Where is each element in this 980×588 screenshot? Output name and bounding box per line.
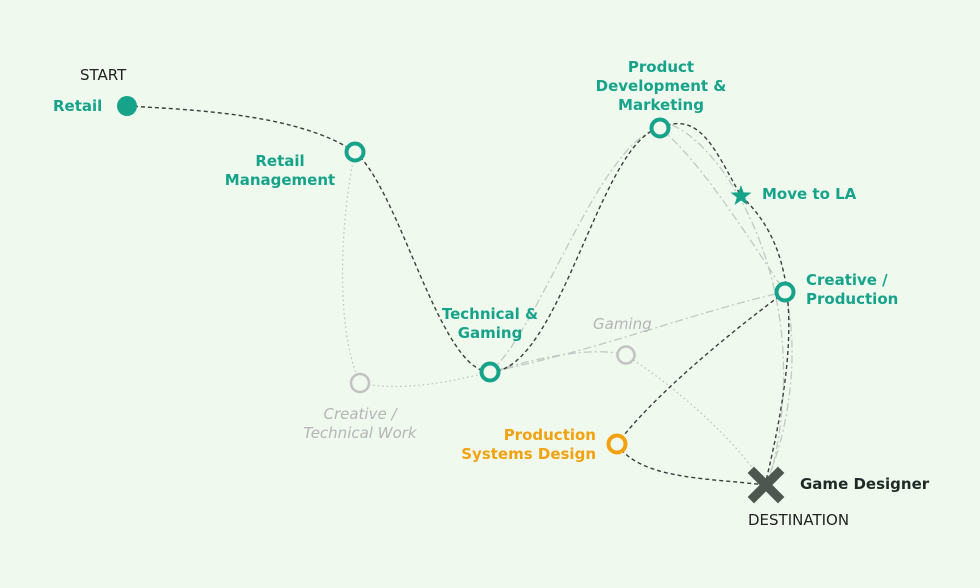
destination-label: DESTINATION: [748, 511, 850, 529]
production-systems-label: Production Systems Design: [461, 426, 596, 463]
route-technical-to-product-alt: [489, 127, 661, 373]
route-technical-to-gaming: [489, 351, 627, 373]
creative-technical-ring: [349, 372, 371, 394]
technical-gaming-label: Technical & Gaming: [441, 305, 539, 342]
route-product-to-destination-alt: [671, 124, 785, 486]
route-star-to-destination: [740, 195, 790, 486]
start-label: START: [80, 66, 127, 84]
route-management-to-technical: [354, 151, 491, 373]
retail-management-ring: [344, 141, 366, 163]
route-retail-to-management: [126, 105, 356, 153]
product-development-label: Product Development & Marketing: [595, 58, 727, 114]
route-psd-to-destination: [616, 443, 766, 486]
retail-label: Retail: [53, 97, 103, 115]
destination-x-icon: [747, 466, 785, 504]
route-creative-technical-to-technical: [359, 371, 491, 388]
production-systems-ring: [606, 433, 628, 455]
move-to-la-star-icon: [730, 185, 752, 205]
creative-technical-label: Creative / Technical Work: [303, 405, 417, 442]
gaming-label: Gaming: [593, 315, 652, 333]
creative-production-label: Creative / Production: [806, 271, 899, 308]
product-development-ring: [649, 117, 671, 139]
technical-gaming-ring: [479, 361, 501, 383]
route-management-to-creative-technical: [341, 151, 361, 384]
route-product-to-creative-production-alt: [659, 127, 786, 293]
route-technical-to-product: [489, 127, 661, 373]
route-product-to-star: [659, 122, 742, 197]
route-gaming-to-destination: [625, 354, 766, 486]
gaming-ring: [616, 345, 636, 365]
route-creative-production-to-psd: [616, 291, 786, 445]
retail-start-dot: [117, 96, 137, 116]
game-designer-label: Game Designer: [800, 475, 930, 493]
route-technical-to-creative-production: [489, 291, 786, 373]
retail-management-label: Retail Management: [224, 152, 336, 189]
move-to-la-label: Move to LA: [762, 185, 857, 203]
creative-production-ring: [774, 281, 796, 303]
route-creative-production-to-destination-alt: [764, 291, 793, 486]
